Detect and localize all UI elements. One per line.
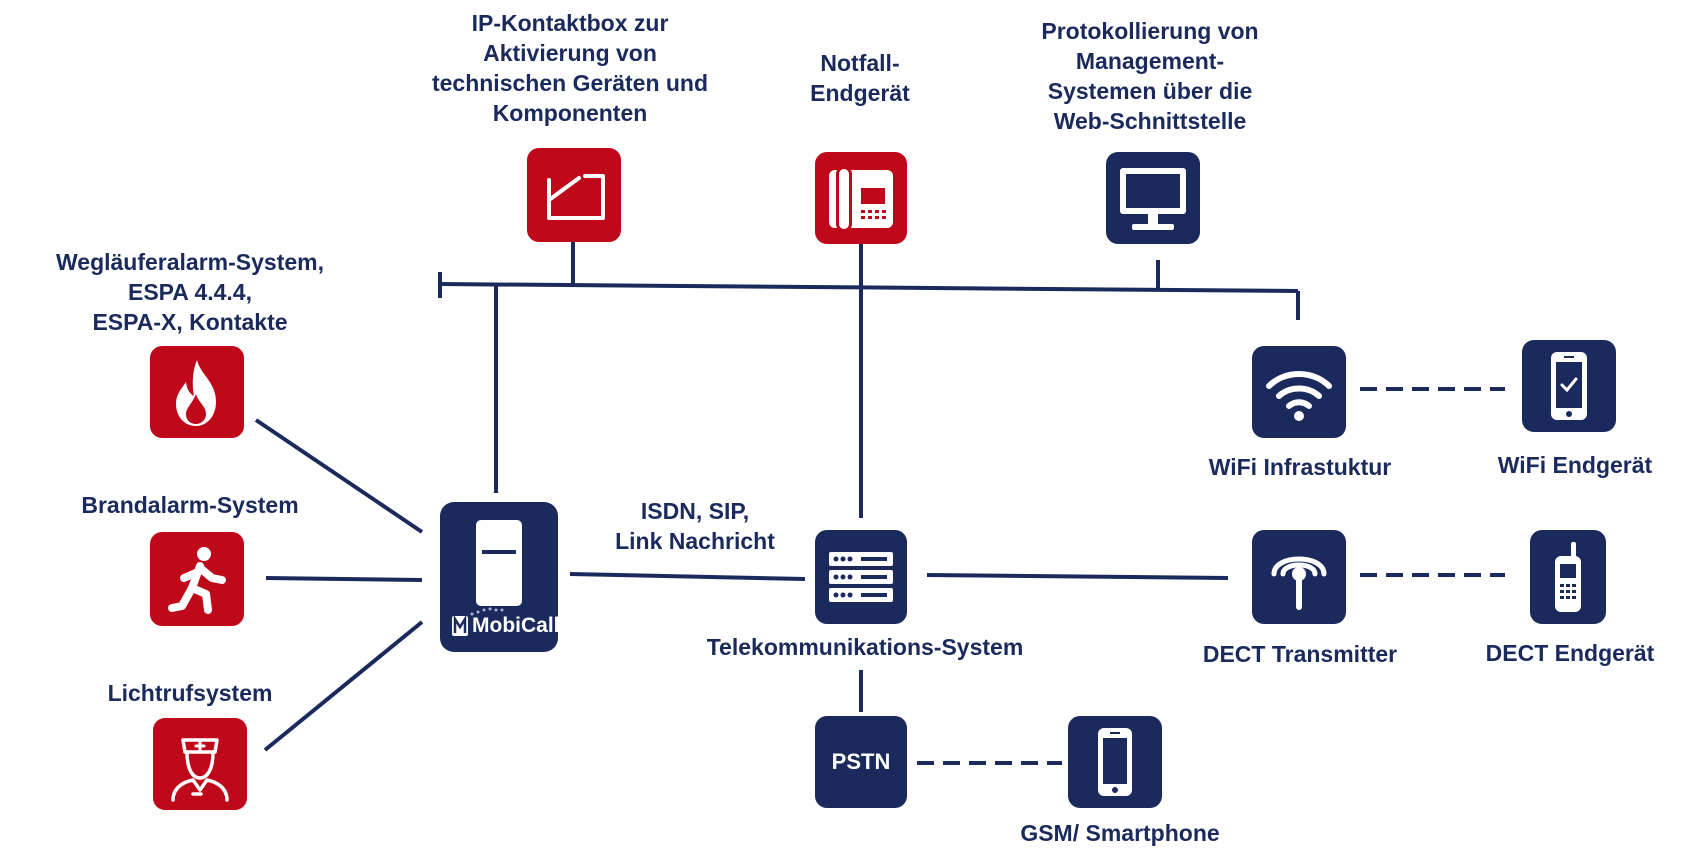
brand-node [150, 532, 244, 626]
wifi-end-label: WiFi Endgerät [1497, 452, 1653, 478]
mobicall-server-icon [452, 520, 522, 636]
isdn-label: ISDN, SIP, Link Nachricht [615, 498, 775, 554]
mobicall-node: MobiCall [440, 502, 560, 652]
notfall-node [815, 152, 907, 244]
running-person-icon [168, 547, 226, 614]
brand-link [265, 576, 423, 582]
switch-box-icon [547, 174, 605, 220]
antenna-icon [1271, 556, 1327, 610]
nurse-icon [171, 738, 229, 802]
dect-tx-node [1252, 530, 1346, 624]
monitor-node [1106, 152, 1200, 244]
brand-label: Brandalarm-System [81, 492, 299, 518]
wifi-infra-node [1252, 346, 1346, 438]
top-bus-line [439, 282, 1299, 293]
lichtruf-link [263, 620, 424, 752]
protokoll-label: Protokollierung von Management- Systemen… [1041, 18, 1259, 134]
telekom-label: Telekommunikations-System [706, 634, 1024, 660]
mobicall-to-telekom [569, 572, 806, 581]
smartphone-icon [1098, 728, 1132, 796]
ip-box-label: IP-Kontaktbox zur Aktivierung von techni… [431, 10, 709, 126]
lichtruf-label: Lichtrufsystem [107, 680, 273, 706]
weglaeufer-link [254, 418, 424, 534]
ip-box-node [527, 148, 621, 242]
weglaeufer-label: Wegläuferalarm-System, ESPA 4.4.4, ESPA-… [55, 249, 324, 335]
wifi-end-node [1522, 340, 1616, 432]
dect-tx-label: DECT Transmitter [1202, 641, 1398, 667]
desk-phone-icon [829, 166, 893, 232]
telekom-node [815, 530, 907, 624]
pstn-label: PSTN [831, 749, 891, 774]
gsm-node [1068, 716, 1162, 808]
mobicall-brand-label: MobiCall [472, 614, 560, 637]
dect-end-label: DECT Endgerät [1485, 640, 1655, 666]
gsm-label: GSM/ Smartphone [1020, 820, 1220, 846]
flame-icon [176, 360, 216, 426]
lichtruf-node [153, 718, 247, 810]
dect-end-node [1530, 530, 1606, 624]
wifi-icon [1266, 371, 1332, 421]
smartphone-check-icon [1551, 352, 1587, 420]
dect-handset-icon [1555, 542, 1581, 612]
weglaeufer-node [150, 346, 244, 438]
pstn-node: PSTN [815, 716, 907, 808]
monitor-icon [1120, 168, 1186, 230]
telekom-to-dect [926, 573, 1229, 580]
server-rack-icon [829, 552, 893, 602]
notfall-label: Notfall- Endgerät [810, 50, 910, 106]
wifi-infra-label: WiFi Infrastuktur [1208, 454, 1392, 480]
